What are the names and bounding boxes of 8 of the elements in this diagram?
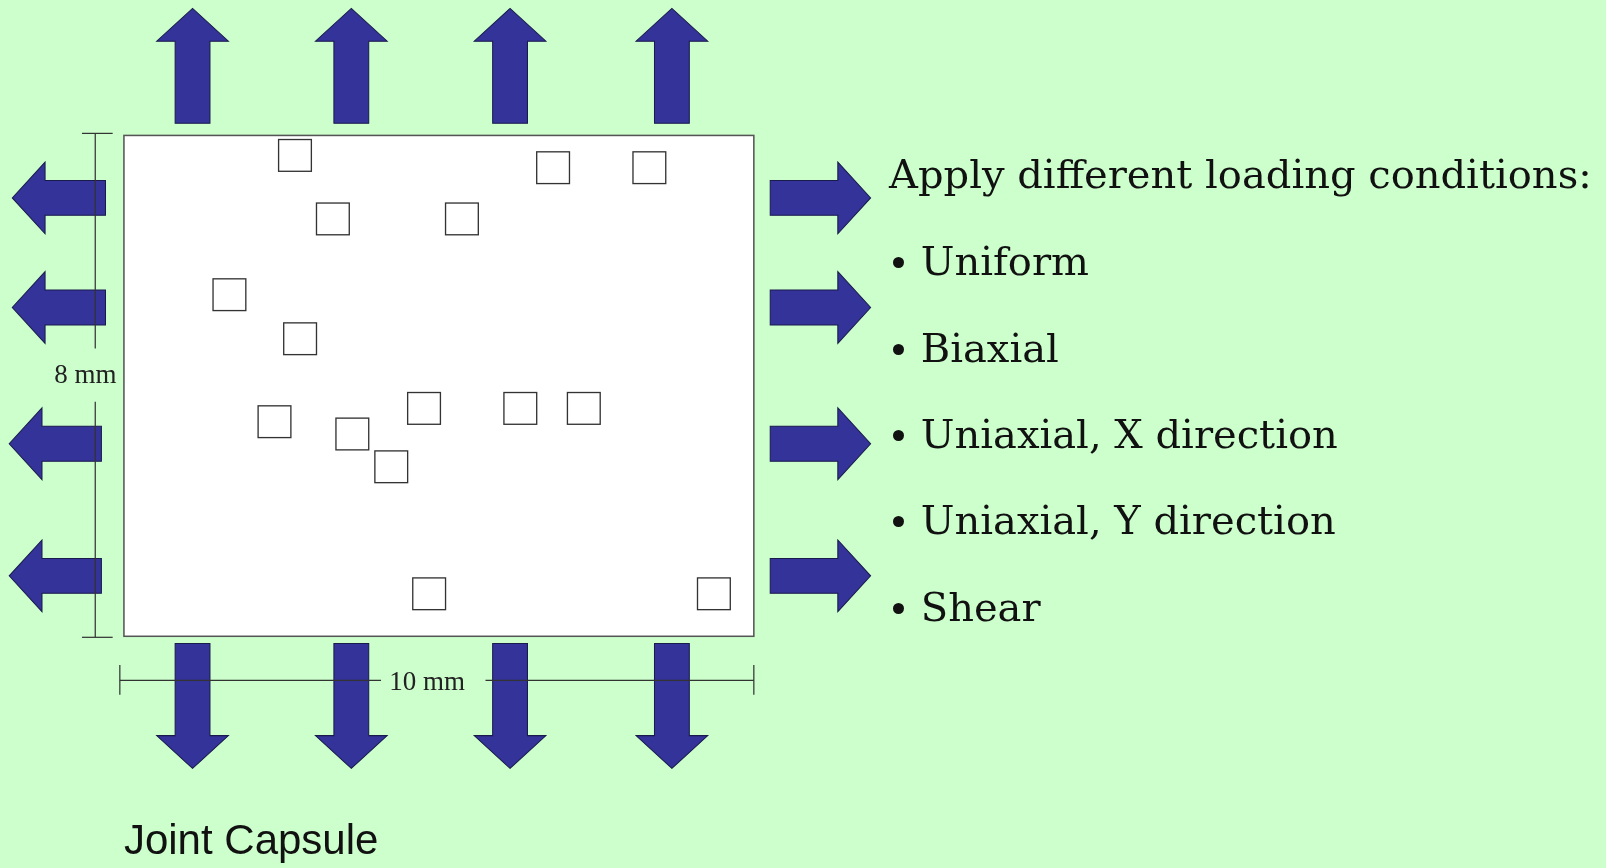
list-item: Biaxial (920, 327, 1059, 368)
dimension-label: 10 mm (389, 667, 465, 695)
list-item: Shear (920, 586, 1041, 627)
list-item: Uniaxial, Y direction (920, 499, 1336, 540)
list-item: Uniaxial, X direction (920, 413, 1338, 454)
list-item: Uniform (920, 240, 1089, 281)
caption: Joint Capsule (123, 819, 379, 862)
dimension-label: 8 mm (54, 360, 117, 388)
